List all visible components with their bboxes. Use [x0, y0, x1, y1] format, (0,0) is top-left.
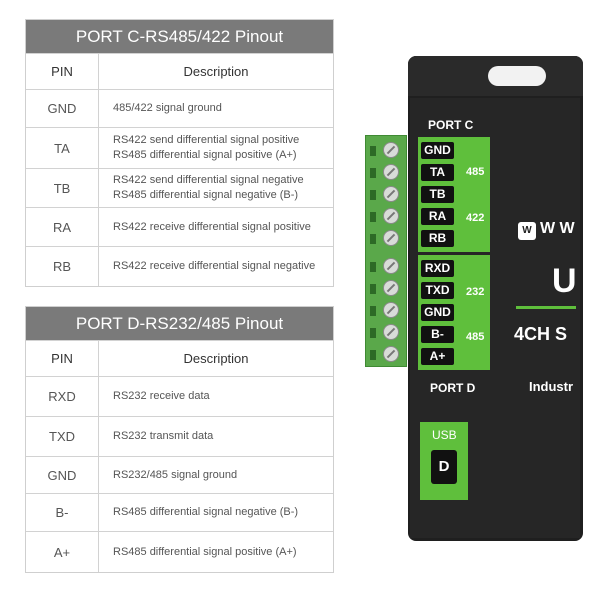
port-c-device-label: PORT C — [428, 118, 474, 132]
model-text: 4CH S — [514, 324, 568, 344]
green-accent-line — [516, 306, 576, 309]
terminal-notch — [370, 168, 376, 178]
port-c-table-header: PIN Description — [26, 53, 333, 89]
table-row: GND RS232/485 signal ground — [26, 456, 333, 493]
pin-column-header: PIN — [26, 341, 99, 376]
pin-cell: RB — [26, 247, 99, 286]
port-c-pin-ta: TA — [421, 164, 454, 181]
pin-cell: RXD — [26, 377, 99, 416]
terminal-notch — [370, 190, 376, 200]
terminal-notch — [370, 262, 376, 272]
brand-logo-icon: W — [518, 222, 536, 240]
table-row: B- RS485 differential signal negative (B… — [26, 493, 333, 531]
terminal-notch — [370, 350, 376, 360]
port-d-table-header: PIN Description — [26, 340, 333, 376]
screw-icon — [383, 346, 399, 362]
port-d-pin-gnd: GND — [421, 304, 454, 321]
screw-icon — [383, 186, 399, 202]
description-cell: RS232/485 signal ground — [113, 468, 238, 481]
table-row: RB RS422 receive differential signal neg… — [26, 246, 333, 286]
description-cell: RS232 receive data — [113, 390, 210, 402]
port-c-table-title: PORT C-RS485/422 Pinout — [26, 20, 333, 53]
description-cell: RS232 transmit data — [113, 430, 214, 442]
port-c-pin-rb: RB — [421, 230, 454, 247]
description-column-header: Description — [183, 351, 249, 366]
tag-422: 422 — [466, 212, 485, 224]
pin-cell: GND — [26, 90, 99, 127]
terminal-notch — [370, 328, 376, 338]
terminal-notch — [370, 234, 376, 244]
pin-cell: TXD — [26, 417, 99, 456]
screw-icon — [383, 230, 399, 246]
terminal-notch — [370, 146, 376, 156]
tag-232: 232 — [466, 286, 485, 298]
brand-text: W W — [540, 220, 575, 237]
port-d-device-label: PORT D — [430, 381, 476, 395]
description-cell: RS485 differential signal negative (B-) — [113, 506, 299, 518]
mounting-slot — [488, 66, 546, 86]
description-cell: RS422 receive differential signal negati… — [113, 260, 316, 272]
usb-port: D — [431, 450, 457, 484]
description-column-header: Description — [183, 64, 249, 79]
screw-icon — [383, 142, 399, 158]
port-c-pin-ra: RA — [421, 208, 454, 225]
pin-cell: TB — [26, 169, 99, 207]
screw-icon — [383, 280, 399, 296]
table-row: TXD RS232 transmit data — [26, 416, 333, 456]
screw-icon — [383, 324, 399, 340]
industrial-text: Industr — [529, 379, 574, 394]
screw-icon — [383, 302, 399, 318]
usb-label: USB — [432, 428, 457, 442]
table-row: RA RS422 receive differential signal pos… — [26, 207, 333, 246]
port-d-pin-txd: TXD — [421, 282, 454, 299]
terminal-notch — [370, 306, 376, 316]
pin-cell: B- — [26, 494, 99, 531]
port-c-pin-tb: TB — [421, 186, 454, 203]
pin-cell: A+ — [26, 532, 99, 572]
tag-485-d: 485 — [466, 331, 485, 343]
model-big-letter: U — [552, 262, 577, 300]
terminal-notch — [370, 212, 376, 222]
screw-icon — [383, 164, 399, 180]
table-row: TB RS422 send differential signal negati… — [26, 168, 333, 207]
pin-cell: GND — [26, 457, 99, 493]
terminal-notch — [370, 284, 376, 294]
screw-terminal-block — [365, 135, 407, 367]
table-row: RXD RS232 receive data — [26, 376, 333, 416]
port-c-pin-gnd: GND — [421, 142, 454, 159]
screw-icon — [383, 208, 399, 224]
port-d-pin-b-minus: B- — [421, 326, 454, 343]
pin-cell: RA — [26, 208, 99, 246]
table-row: A+ RS485 differential signal positive (A… — [26, 531, 333, 572]
table-row: GND 485/422 signal ground — [26, 89, 333, 127]
screw-icon — [383, 258, 399, 274]
port-d-pin-a-plus: A+ — [421, 348, 454, 365]
description-cell: RS422 receive differential signal positi… — [113, 220, 311, 233]
tag-485-c: 485 — [466, 166, 485, 178]
description-cell: 485/422 signal ground — [113, 102, 222, 114]
table-row: TA RS422 send differential signal positi… — [26, 127, 333, 168]
port-d-pin-rxd: RXD — [421, 260, 454, 277]
port-c-pinout-table: PORT C-RS485/422 Pinout PIN Description … — [25, 19, 334, 287]
description-cell: RS485 differential signal positive (A+) — [113, 545, 297, 558]
port-d-pinout-table: PORT D-RS232/485 Pinout PIN Description … — [25, 306, 334, 573]
pin-cell: TA — [26, 128, 99, 168]
pin-column-header: PIN — [26, 54, 99, 89]
port-d-table-title: PORT D-RS232/485 Pinout — [26, 307, 333, 340]
